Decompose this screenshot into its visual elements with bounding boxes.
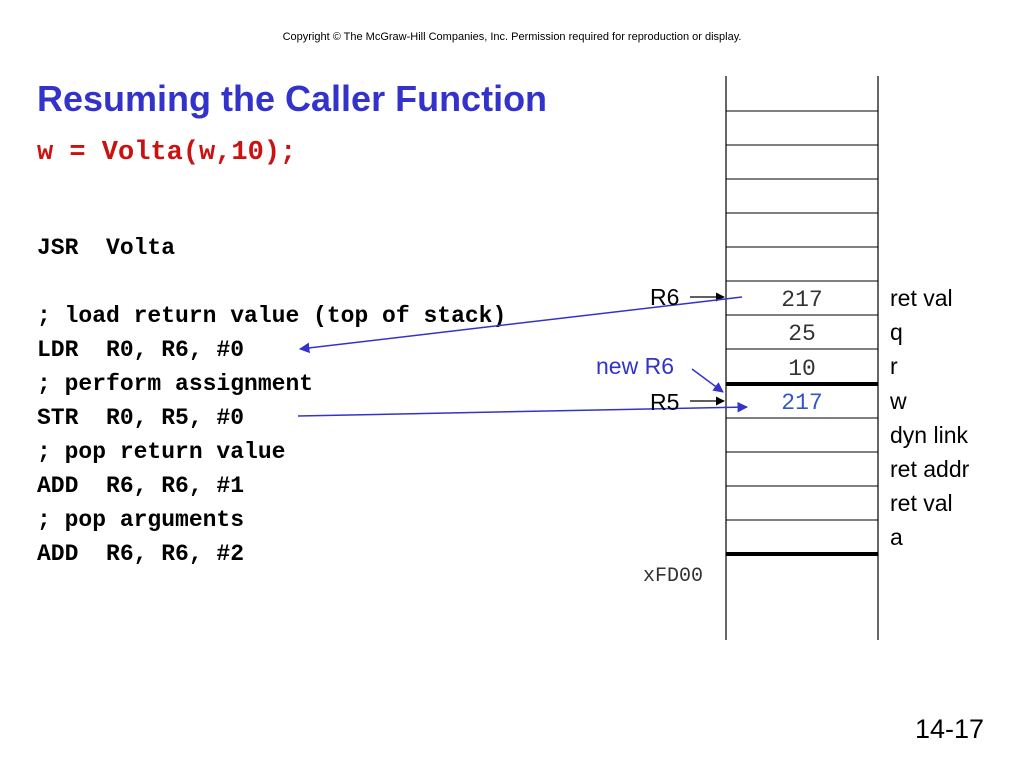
code-line-add-1: ADD R6, R6, #1 — [37, 473, 245, 499]
page-number: 14-17 — [915, 714, 985, 744]
stack-cell-ret-val: 217 — [781, 287, 823, 313]
copyright-notice: Copyright © The McGraw-Hill Companies, I… — [282, 31, 742, 43]
code-line-comment-pop-ret: ; pop return value — [37, 439, 286, 465]
code-line-comment-pop-args: ; pop arguments — [37, 507, 245, 533]
code-line-comment-load: ; load return value (top of stack) — [37, 303, 507, 329]
base-address-label: xFD00 — [643, 565, 704, 588]
code-line-str: STR R0, R5, #0 — [37, 405, 245, 431]
stack-row-lines — [726, 110, 878, 521]
code-line-jsr: JSR Volta — [37, 235, 176, 261]
slot-label-ret-val-2: ret val — [890, 490, 953, 516]
code-line-comment-assign: ; perform assignment — [37, 371, 314, 397]
slide-title: Resuming the Caller Function — [37, 78, 548, 119]
r6-label: R6 — [650, 284, 680, 310]
slot-label-w: w — [890, 388, 907, 414]
code-line-ldr: LDR R0, R6, #0 — [37, 337, 245, 363]
new-r6-label: new R6 — [596, 353, 674, 379]
slot-label-ret-val: ret val — [890, 285, 953, 311]
new-r6-pointer-arrow — [691, 368, 724, 393]
ldr-arrow — [298, 296, 743, 354]
code-line-add-2: ADD R6, R6, #2 — [37, 541, 245, 567]
slot-label-a: a — [890, 524, 903, 550]
r5-label: R5 — [650, 389, 680, 415]
str-arrow — [297, 401, 749, 417]
slot-label-q: q — [890, 319, 903, 345]
slot-label-ret-addr: ret addr — [890, 456, 970, 482]
stack-cell-r: 10 — [788, 356, 816, 382]
slide-subtitle: w = Volta(w,10); — [37, 138, 297, 168]
slot-label-r: r — [890, 353, 898, 379]
stack-cell-q: 25 — [788, 321, 816, 347]
slot-label-dyn-link: dyn link — [890, 422, 968, 448]
stack-cell-w: 217 — [781, 390, 823, 416]
